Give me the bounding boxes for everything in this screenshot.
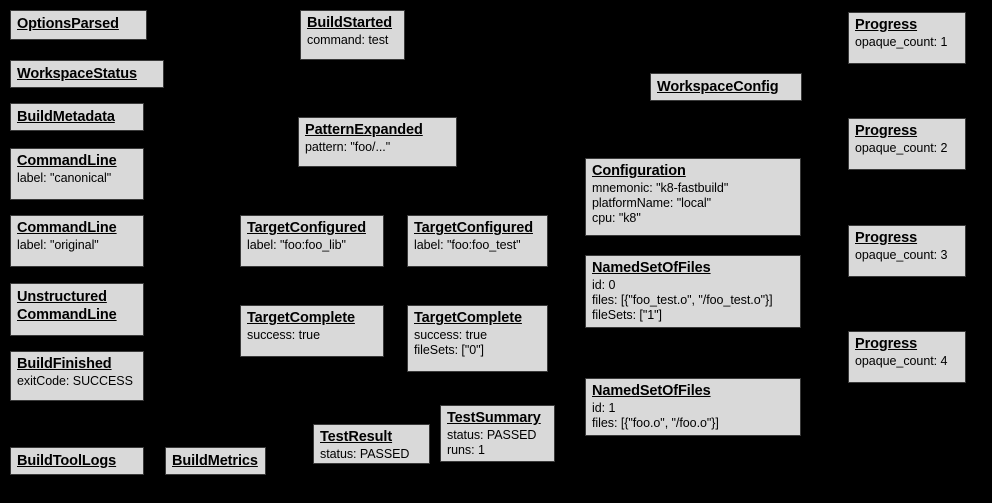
event-node-title: WorkspaceConfig — [657, 79, 779, 95]
event-node-field: id: 0 — [592, 278, 616, 292]
event-node-field: opaque_count: 4 — [855, 354, 948, 368]
event-node-progress-3[interactable]: Progress opaque_count: 3 — [848, 225, 966, 277]
event-node-title: BuildStarted — [307, 15, 393, 31]
event-node-field: id: 1 — [592, 401, 616, 415]
event-node-field: exitCode: SUCCESS — [17, 374, 133, 388]
event-node-fields: pattern: "foo/..." — [305, 140, 450, 155]
event-node-fields: opaque_count: 3 — [855, 248, 959, 263]
event-node-field: opaque_count: 1 — [855, 35, 948, 49]
event-node-fields: opaque_count: 1 — [855, 35, 959, 50]
event-node-build-metrics[interactable]: BuildMetrics — [165, 447, 266, 475]
event-node-build-metadata[interactable]: BuildMetadata — [10, 103, 144, 131]
event-node-fields: label: "foo:foo_test" — [414, 238, 541, 253]
event-node-target-complete-foo-lib[interactable]: TargetComplete success: true — [240, 305, 384, 357]
event-node-fields: exitCode: SUCCESS — [17, 374, 137, 389]
event-node-progress-2[interactable]: Progress opaque_count: 2 — [848, 118, 966, 170]
event-node-field: mnemonic: "k8-fastbuild" — [592, 181, 729, 195]
event-node-title: OptionsParsed — [17, 16, 119, 32]
event-node-build-tool-logs[interactable]: BuildToolLogs — [10, 447, 144, 475]
event-node-field: label: "foo:foo_test" — [414, 238, 521, 252]
event-node-title: Progress — [855, 17, 918, 33]
event-node-title: TargetConfigured — [247, 220, 366, 236]
event-node-title: PatternExpanded — [305, 122, 423, 138]
event-node-fields: opaque_count: 4 — [855, 354, 959, 369]
event-node-fields: success: true — [247, 328, 377, 343]
event-node-command-line-original[interactable]: CommandLine label: "original" — [10, 215, 144, 267]
event-node-field: label: "original" — [17, 238, 99, 252]
event-node-title: NamedSetOfFiles — [592, 260, 711, 276]
event-node-title: Progress — [855, 230, 918, 246]
event-node-title: BuildToolLogs — [17, 453, 117, 469]
event-node-field: files: [{"foo.o", "/foo.o"}] — [592, 416, 719, 430]
event-node-build-finished[interactable]: BuildFinished exitCode: SUCCESS — [10, 351, 144, 401]
event-node-title: TargetComplete — [414, 310, 522, 326]
event-node-title: CommandLine — [17, 220, 117, 236]
event-node-field: command: test — [307, 33, 389, 47]
event-node-title: WorkspaceStatus — [17, 66, 137, 82]
event-node-unstructured-command-line[interactable]: Unstructured CommandLine — [10, 283, 144, 336]
event-node-configuration[interactable]: Configuration mnemonic: "k8-fastbuild"pla… — [585, 158, 801, 236]
event-node-fields: label: "canonical" — [17, 171, 137, 186]
event-node-title: CommandLine — [17, 153, 117, 169]
event-node-progress-1[interactable]: Progress opaque_count: 1 — [848, 12, 966, 64]
event-node-title: Progress — [855, 123, 918, 139]
event-node-field: label: "foo:foo_lib" — [247, 238, 346, 252]
event-node-field: files: [{"foo_test.o", "/foo_test.o"}] — [592, 293, 773, 307]
event-node-field: status: PASSED — [320, 447, 410, 461]
event-node-build-started[interactable]: BuildStarted command: test — [300, 10, 405, 60]
event-node-field: success: true — [247, 328, 320, 342]
event-node-fields: status: PASSED — [320, 447, 423, 462]
event-node-title: BuildFinished — [17, 356, 112, 372]
event-node-field: cpu: "k8" — [592, 211, 641, 225]
event-node-options-parsed[interactable]: OptionsParsed — [10, 10, 147, 40]
event-node-command-line-canonical[interactable]: CommandLine label: "canonical" — [10, 148, 144, 200]
event-node-field: status: PASSED — [447, 428, 537, 442]
event-node-fields: mnemonic: "k8-fastbuild"platformName: "l… — [592, 181, 794, 226]
event-node-field: platformName: "local" — [592, 196, 711, 210]
event-node-title: Unstructured CommandLine — [17, 289, 117, 323]
event-node-workspace-status[interactable]: WorkspaceStatus — [10, 60, 164, 88]
event-node-fields: command: test — [307, 33, 398, 48]
event-node-title: NamedSetOfFiles — [592, 383, 711, 399]
event-node-workspace-config[interactable]: WorkspaceConfig — [650, 73, 802, 101]
event-node-progress-4[interactable]: Progress opaque_count: 4 — [848, 331, 966, 383]
event-node-field: fileSets: ["1"] — [592, 308, 662, 322]
event-node-field: success: true — [414, 328, 487, 342]
event-node-field: runs: 1 — [447, 443, 485, 457]
event-node-field: pattern: "foo/..." — [305, 140, 391, 154]
event-node-field: opaque_count: 3 — [855, 248, 948, 262]
event-node-title: TestSummary — [447, 410, 541, 426]
event-node-title: Configuration — [592, 163, 686, 179]
event-node-field: label: "canonical" — [17, 171, 112, 185]
event-node-title: BuildMetadata — [17, 109, 115, 125]
event-node-pattern-expanded[interactable]: PatternExpanded pattern: "foo/..." — [298, 117, 457, 167]
event-node-title: BuildMetrics — [172, 453, 258, 469]
event-node-field: opaque_count: 2 — [855, 141, 948, 155]
event-node-target-configured-foo-test[interactable]: TargetConfigured label: "foo:foo_test" — [407, 215, 548, 267]
event-node-title: TestResult — [320, 429, 393, 445]
event-node-test-result[interactable]: TestResult status: PASSED — [313, 424, 430, 464]
event-node-field: fileSets: ["0"] — [414, 343, 484, 357]
event-node-title: TargetConfigured — [414, 220, 533, 236]
event-node-fields: opaque_count: 2 — [855, 141, 959, 156]
event-node-target-configured-foo-lib[interactable]: TargetConfigured label: "foo:foo_lib" — [240, 215, 384, 267]
event-node-title: Progress — [855, 336, 918, 352]
event-node-fields: label: "foo:foo_lib" — [247, 238, 377, 253]
event-node-fields: label: "original" — [17, 238, 137, 253]
event-node-title: TargetComplete — [247, 310, 355, 326]
